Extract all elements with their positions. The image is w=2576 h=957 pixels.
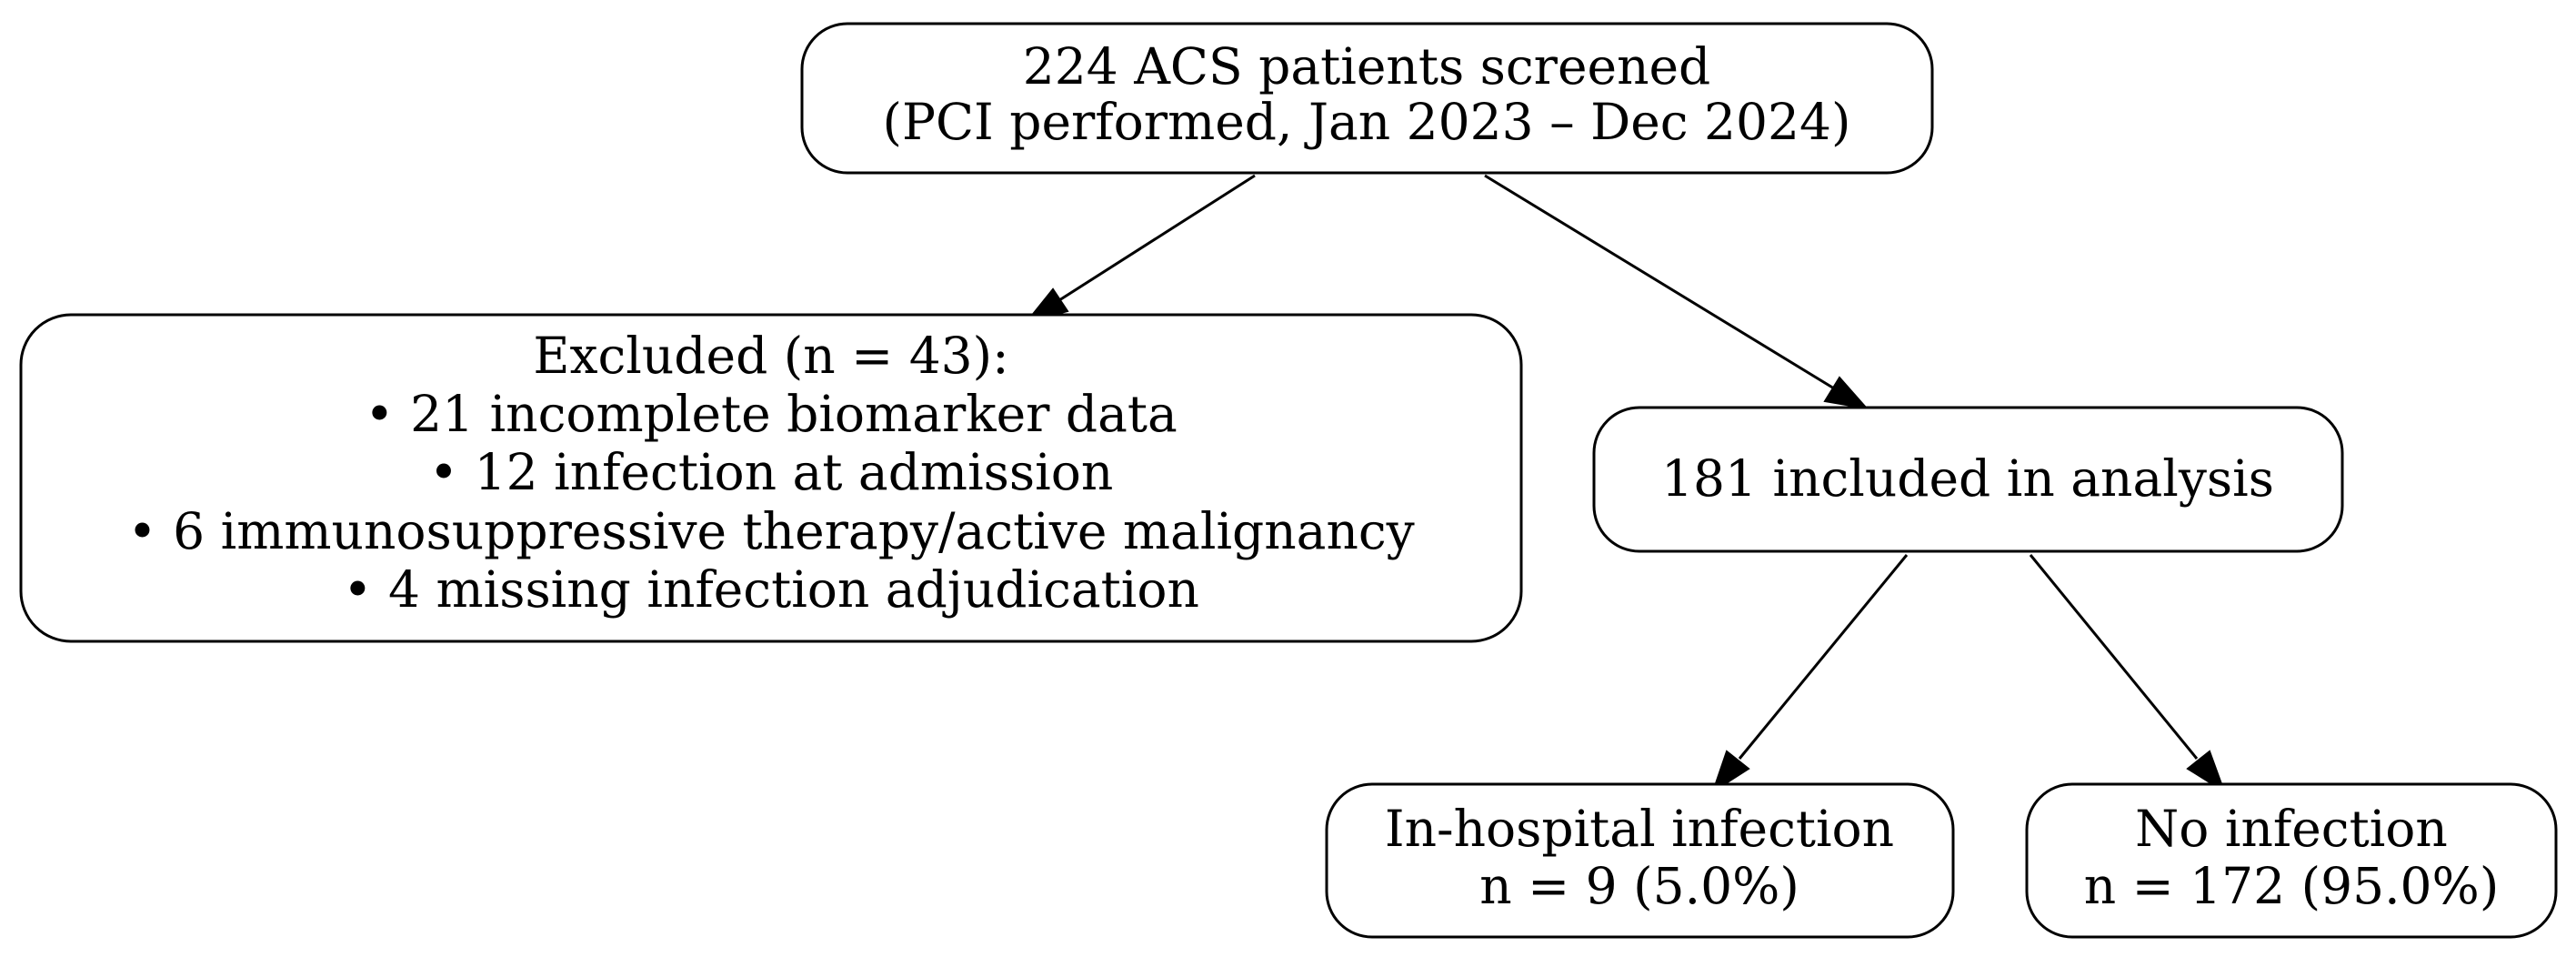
node-infection-box — [1325, 782, 1955, 939]
infection-count: n = 9 (5.0%) — [1479, 857, 1799, 915]
node-excluded-box — [19, 313, 1523, 643]
screened-title: 224 ACS patients screened — [1023, 37, 1711, 96]
infection-title: In-hospital infection — [1385, 800, 1894, 858]
node-screened: 224 ACS patients screened (PCI performed… — [800, 22, 1934, 175]
edge-included-to-infection — [1711, 554, 1909, 794]
node-no-infection: No infection n = 172 (95.0%) — [2025, 782, 2558, 939]
node-infection: In-hospital infection n = 9 (5.0%) — [1325, 782, 1955, 939]
no-infection-count: n = 172 (95.0%) — [2084, 857, 2500, 915]
excluded-reason: • 4 missing infection adjudication — [343, 560, 1199, 619]
screened-subtitle: (PCI performed, Jan 2023 – Dec 2024) — [883, 93, 1851, 151]
excluded-reason: • 6 immunosuppressive therapy/active mal… — [127, 502, 1415, 560]
node-included: 181 included in analysis — [1592, 406, 2344, 553]
edge-screened-to-included — [1484, 174, 1869, 410]
edge-included-to-no-infection — [2029, 554, 2226, 794]
excluded-heading: Excluded (n = 43): — [533, 327, 1008, 385]
excluded-reason: • 12 infection at admission — [429, 443, 1114, 501]
node-screened-box — [800, 22, 1934, 175]
excluded-reason: • 21 incomplete biomarker data — [365, 385, 1178, 443]
node-no-infection-box — [2025, 782, 2558, 939]
included-title: 181 included in analysis — [1661, 449, 2274, 508]
no-infection-title: No infection — [2135, 800, 2448, 858]
edge-screened-to-excluded — [1024, 174, 1256, 324]
node-excluded: Excluded (n = 43): • 21 incomplete bioma… — [19, 313, 1523, 643]
node-included-box — [1592, 406, 2344, 553]
